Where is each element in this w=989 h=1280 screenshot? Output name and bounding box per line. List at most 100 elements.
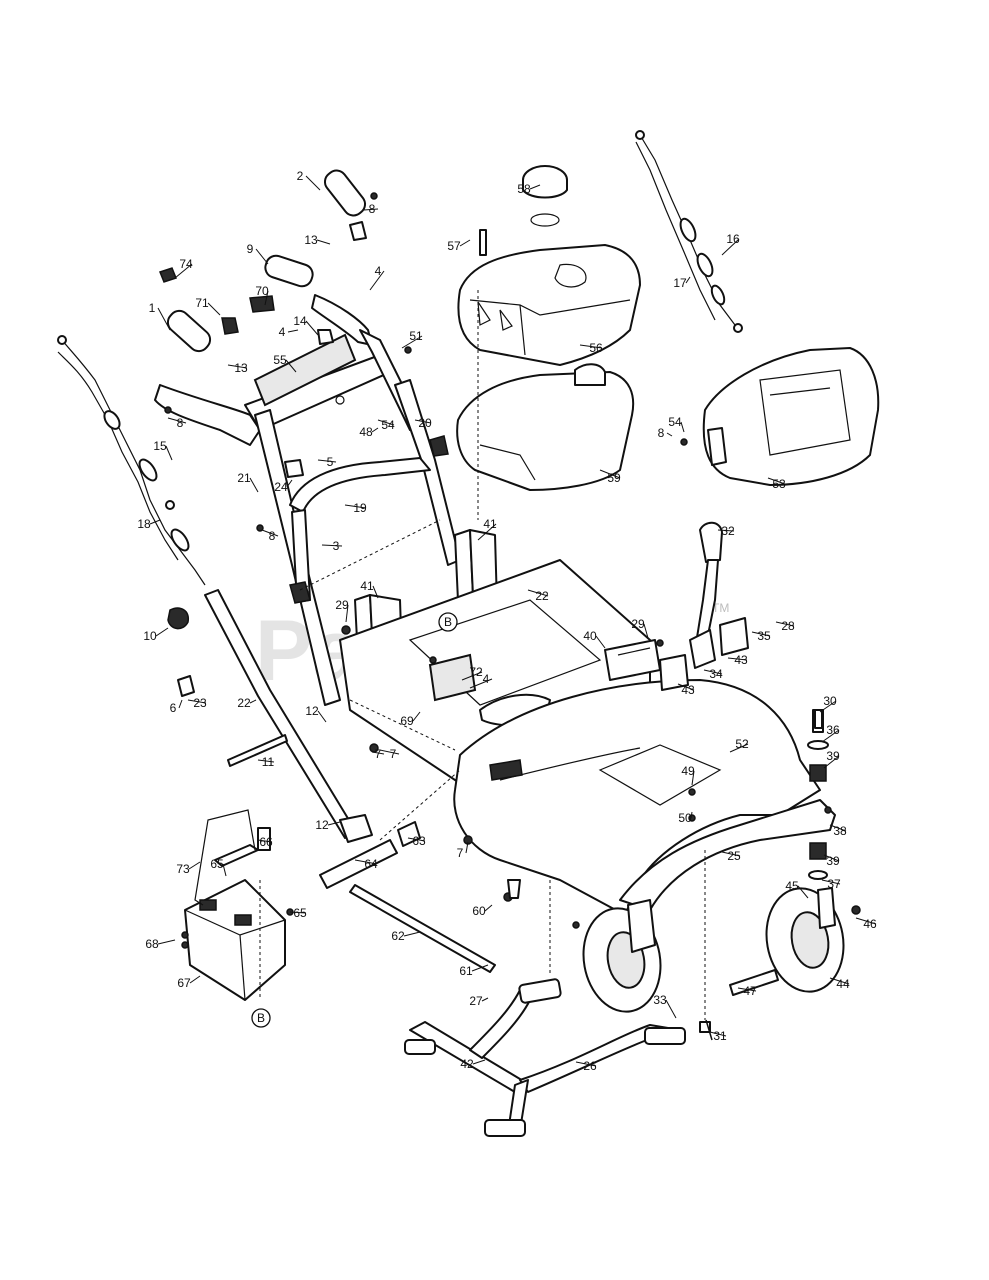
callout-leader bbox=[287, 329, 299, 333]
part-number-65: 65 bbox=[293, 906, 307, 920]
part-number-53: 53 bbox=[772, 477, 786, 491]
callout-leader bbox=[717, 529, 735, 532]
callout-leader bbox=[721, 851, 741, 857]
callout-leader bbox=[819, 700, 837, 713]
callout-leader bbox=[249, 477, 259, 493]
upper-handle bbox=[154, 169, 421, 446]
part-number-59: 59 bbox=[607, 471, 621, 485]
part-number-33: 33 bbox=[653, 993, 667, 1007]
part-number-11: 11 bbox=[262, 755, 275, 769]
callout-leader bbox=[529, 184, 541, 190]
caster-wheel-left bbox=[582, 899, 662, 1013]
part-number-54: 54 bbox=[381, 418, 395, 432]
part-number-55: 55 bbox=[273, 353, 287, 367]
part-number-45: 45 bbox=[785, 879, 799, 893]
callout-leader bbox=[157, 307, 171, 331]
callout-leader bbox=[465, 841, 469, 854]
part-number-13: 13 bbox=[304, 233, 318, 247]
part-number-8: 8 bbox=[177, 416, 184, 430]
callout-leader bbox=[407, 837, 426, 842]
part-number-41: 41 bbox=[360, 579, 374, 593]
linkage-26-27-42 bbox=[404, 978, 686, 1137]
callout-leader bbox=[575, 1061, 597, 1067]
part-number-67: 67 bbox=[177, 976, 191, 990]
part-number-39: 39 bbox=[826, 749, 840, 763]
callout-leader bbox=[377, 419, 395, 426]
callout-leader bbox=[187, 699, 207, 704]
part-number-39: 39 bbox=[826, 854, 840, 868]
callout-leader bbox=[579, 344, 603, 349]
part-number-24: 24 bbox=[274, 480, 288, 494]
part-number-65: 65 bbox=[210, 857, 224, 871]
callout-leader bbox=[829, 977, 850, 985]
callout-leader bbox=[823, 755, 840, 769]
callout-leader bbox=[379, 749, 400, 755]
part-number-64: 64 bbox=[364, 857, 378, 871]
hardware bbox=[164, 192, 861, 1041]
callout-leader bbox=[344, 504, 367, 509]
part-number-43: 43 bbox=[681, 683, 695, 697]
part-number-68: 68 bbox=[145, 937, 159, 951]
callout-leader bbox=[305, 320, 319, 336]
ref-markers: BB bbox=[251, 612, 458, 1028]
callout-leader bbox=[264, 290, 269, 306]
part-number-70: 70 bbox=[255, 284, 269, 298]
fuel-cap-58 bbox=[522, 165, 568, 227]
callout-leader bbox=[459, 239, 471, 247]
callout-leader bbox=[643, 623, 649, 639]
part-number-74: 74 bbox=[179, 257, 193, 271]
callout-leader bbox=[305, 175, 321, 191]
ref-marker-label: B bbox=[444, 615, 452, 629]
callout-leader bbox=[227, 364, 248, 369]
callout-leader bbox=[751, 631, 771, 637]
callout-leader bbox=[286, 479, 293, 488]
part-number-72: 72 bbox=[469, 665, 483, 679]
part-number-35: 35 bbox=[757, 629, 771, 643]
callout-leader bbox=[167, 417, 187, 424]
callout-leader bbox=[285, 359, 297, 373]
part-number-26: 26 bbox=[583, 1059, 597, 1073]
part-number-12: 12 bbox=[315, 818, 329, 832]
part-number-71: 71 bbox=[195, 296, 209, 310]
part-number-69: 69 bbox=[400, 714, 414, 728]
part-number-54: 54 bbox=[668, 415, 682, 429]
part-number-29: 29 bbox=[631, 617, 645, 631]
callout-leader bbox=[157, 939, 176, 945]
part-number-20: 20 bbox=[418, 416, 432, 430]
callout-leader bbox=[155, 627, 169, 637]
part-number-6: 6 bbox=[170, 701, 177, 715]
callout-leader bbox=[484, 904, 493, 912]
callout-leader bbox=[363, 208, 379, 211]
callout-leader bbox=[188, 861, 201, 870]
part-number-1: 1 bbox=[149, 301, 156, 315]
callout-leader bbox=[737, 987, 757, 992]
callout-leader bbox=[665, 999, 677, 1019]
fuel-tank-59 bbox=[456, 363, 635, 491]
callout-leader bbox=[666, 432, 673, 437]
part-number-9: 9 bbox=[247, 242, 254, 256]
part-number-51: 51 bbox=[409, 329, 423, 343]
part-number-8: 8 bbox=[269, 529, 276, 543]
callout-leader bbox=[327, 821, 341, 826]
part-number-63: 63 bbox=[412, 834, 426, 848]
part-number-30: 30 bbox=[823, 694, 837, 708]
part-number-4: 4 bbox=[375, 264, 382, 278]
callout-leader bbox=[721, 238, 740, 256]
part-number-49: 49 bbox=[681, 764, 695, 778]
callout-leader bbox=[257, 839, 273, 843]
part-number-48: 48 bbox=[359, 425, 373, 439]
callout-leader bbox=[855, 917, 877, 925]
part-number-50: 50 bbox=[678, 811, 692, 825]
callout-leader bbox=[149, 519, 161, 525]
callout-leader bbox=[249, 699, 257, 704]
callout-leader bbox=[345, 604, 349, 623]
callout-leader bbox=[677, 683, 695, 691]
callout-leader bbox=[372, 585, 379, 599]
callout-leader bbox=[261, 529, 279, 537]
dashed-leaders bbox=[259, 290, 706, 1020]
part-number-23: 23 bbox=[193, 696, 207, 710]
part-number-29: 29 bbox=[335, 598, 349, 612]
callout-leader bbox=[412, 711, 421, 722]
callout-leader bbox=[481, 997, 489, 1002]
